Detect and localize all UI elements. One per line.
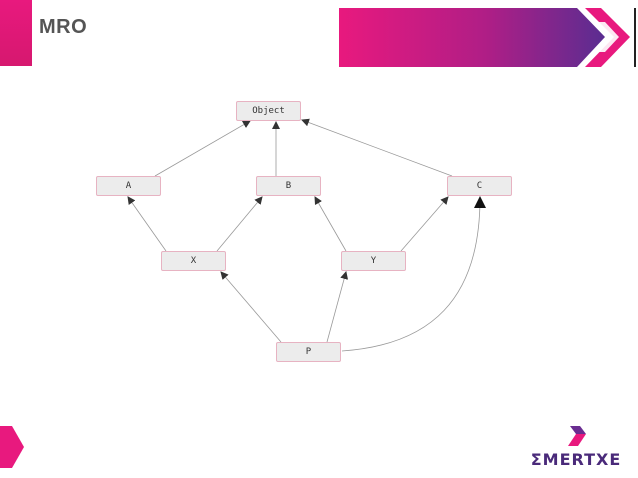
edge-p-x [220, 271, 282, 343]
slide-title: MRO [39, 16, 88, 38]
edge-y-b [314, 196, 347, 252]
edge-p-c [341, 196, 486, 352]
edge-c-object [301, 118, 453, 177]
edge-p-y [326, 271, 349, 343]
node-a: A [96, 176, 161, 196]
left-accent-bar [0, 0, 32, 66]
logo-text: ΣMERTXE [530, 450, 622, 469]
node-p: P [276, 342, 341, 362]
edge-x-a [127, 196, 167, 252]
edge-y-c [400, 196, 449, 252]
node-b: B [256, 176, 321, 196]
node-y: Y [341, 251, 406, 271]
node-x: X [161, 251, 226, 271]
emertxe-logo: ΣMERTXE [526, 426, 626, 470]
header-banner [339, 8, 638, 67]
bottom-chevron-marker [0, 426, 24, 468]
edge-a-object [154, 120, 251, 177]
chevron-right-icon [585, 8, 630, 67]
logo-mark-icon [568, 426, 586, 446]
node-object: Object [236, 101, 301, 121]
node-c: C [447, 176, 512, 196]
edge-x-b [216, 196, 263, 252]
